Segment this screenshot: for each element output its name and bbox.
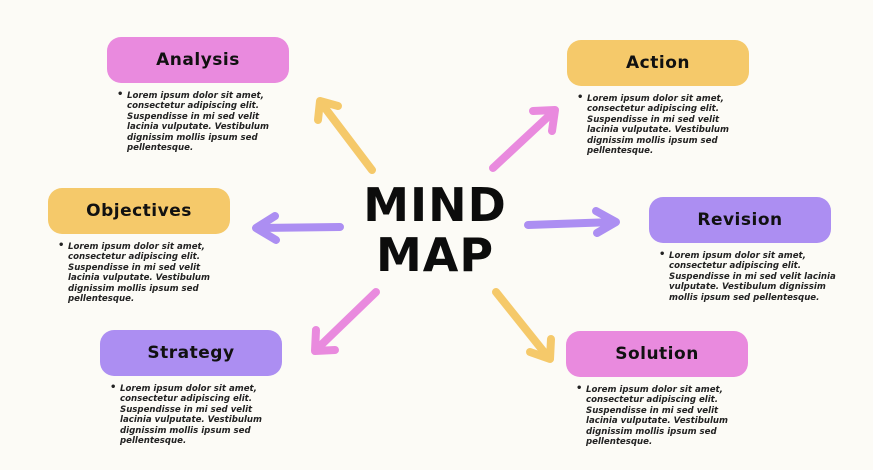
arrow-to-solution: [492, 288, 555, 363]
arrow-to-strategy: [311, 288, 380, 355]
node-strategy: Strategy Lorem ipsum dolor sit amet, con…: [100, 330, 285, 446]
title-line-2: MAP: [375, 228, 495, 282]
revision-label: Revision: [649, 197, 831, 243]
arrow-to-action: [489, 106, 559, 172]
action-label: Action: [567, 40, 749, 86]
node-objectives: Objectives Lorem ipsum dolor sit amet, c…: [48, 188, 233, 304]
analysis-bullet: Lorem ipsum dolor sit amet, consectetur …: [117, 90, 292, 153]
strategy-description: Lorem ipsum dolor sit amet, consectetur …: [110, 383, 285, 446]
strategy-label: Strategy: [100, 330, 282, 376]
action-bullet: Lorem ipsum dolor sit amet, consectetur …: [577, 93, 752, 156]
action-description: Lorem ipsum dolor sit amet, consectetur …: [577, 93, 752, 156]
mind-map-title: MIND MAP: [345, 180, 525, 280]
arrow-to-revision: [524, 207, 620, 237]
analysis-label: Analysis: [107, 37, 289, 83]
solution-label: Solution: [566, 331, 748, 377]
objectives-label: Objectives: [48, 188, 230, 234]
objectives-bullet: Lorem ipsum dolor sit amet, consectetur …: [58, 241, 233, 304]
strategy-bullet: Lorem ipsum dolor sit amet, consectetur …: [110, 383, 285, 446]
revision-description: Lorem ipsum dolor sit amet, consectetur …: [659, 250, 849, 303]
arrow-to-objectives: [252, 212, 344, 244]
title-line-1: MIND: [363, 178, 507, 232]
solution-description: Lorem ipsum dolor sit amet, consectetur …: [576, 384, 751, 447]
objectives-description: Lorem ipsum dolor sit amet, consectetur …: [58, 241, 233, 304]
node-action: Action Lorem ipsum dolor sit amet, conse…: [567, 40, 752, 156]
revision-bullet: Lorem ipsum dolor sit amet, consectetur …: [659, 250, 849, 303]
analysis-description: Lorem ipsum dolor sit amet, consectetur …: [117, 90, 292, 153]
node-revision: Revision Lorem ipsum dolor sit amet, con…: [649, 197, 849, 303]
node-solution: Solution Lorem ipsum dolor sit amet, con…: [566, 331, 751, 447]
node-analysis: Analysis Lorem ipsum dolor sit amet, con…: [107, 37, 292, 153]
arrow-to-analysis: [314, 97, 376, 174]
solution-bullet: Lorem ipsum dolor sit amet, consectetur …: [576, 384, 751, 447]
